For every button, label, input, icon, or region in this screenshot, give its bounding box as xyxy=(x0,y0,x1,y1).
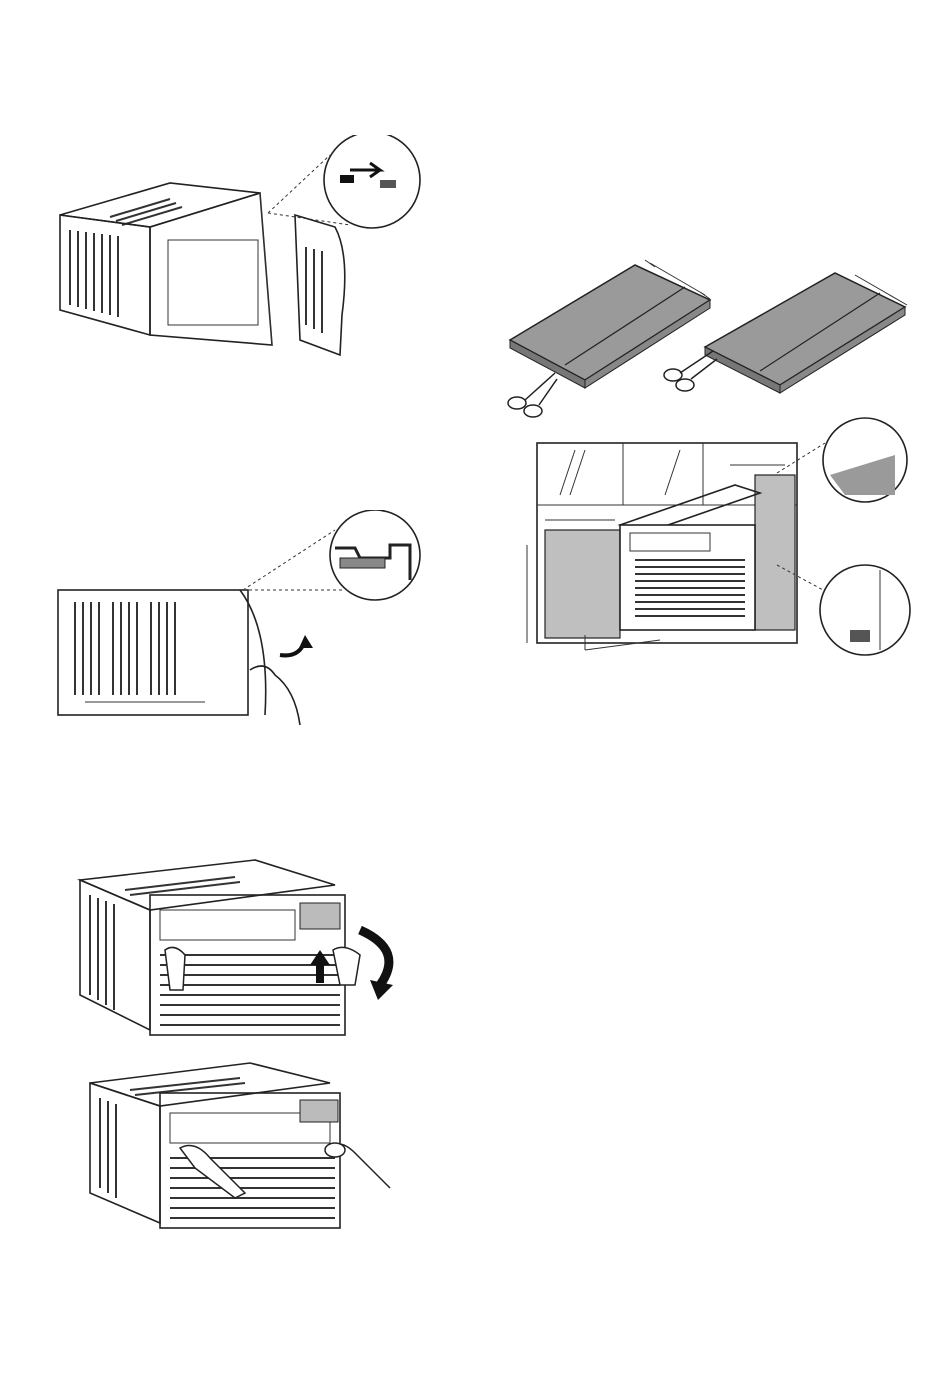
foam-cutting-figure xyxy=(495,255,915,425)
remove-filter-figure xyxy=(85,1058,405,1233)
lift-front-panel-figure xyxy=(75,855,415,1045)
panel-hook-detail-figure xyxy=(55,510,425,735)
window-installation-figure xyxy=(515,415,915,665)
unit-open-front-panel-figure xyxy=(50,135,430,365)
